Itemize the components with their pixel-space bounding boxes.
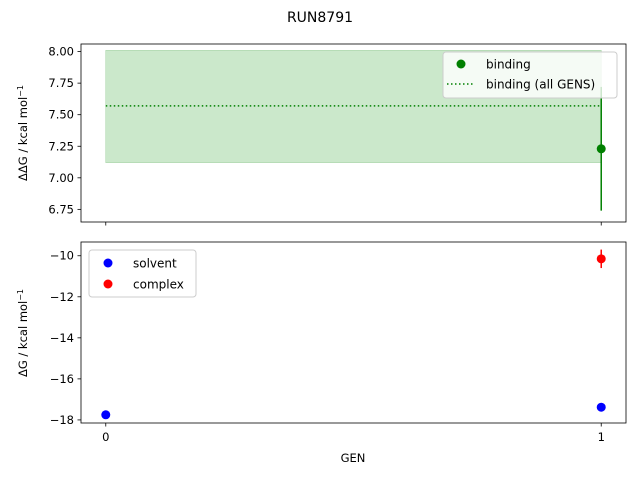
y-tick-label: −10 [50, 249, 74, 263]
y-tick-label: 8.00 [48, 45, 74, 59]
y-tick-label: 7.00 [48, 171, 74, 185]
bottom-y-axis-label: ΔG / kcal mol−1 [16, 289, 31, 377]
y-tick-label: 7.50 [48, 108, 74, 122]
y-tick-label: −16 [50, 372, 74, 386]
legend-solvent-label: solvent [133, 257, 177, 271]
top-panel: 6.75 7.00 7.25 7.50 7.75 8.00 ΔΔG / kcal mol−… [16, 43, 627, 226]
legend-binding-marker [456, 59, 466, 69]
legend-binding-all-gens-label: binding (all GENS) [486, 78, 595, 92]
chart-title: RUN8791 [287, 10, 353, 26]
data-point-solvent [101, 410, 111, 420]
top-y-axis-label: ΔΔG / kcal mol−1 [16, 85, 31, 181]
x-axis-label: GEN [341, 451, 366, 465]
bottom-legend: solvent complex [88, 249, 197, 298]
bottom-legend-box [88, 249, 197, 298]
top-legend: binding binding (all GENS) [442, 51, 618, 99]
legend-complex-label: complex [133, 278, 184, 292]
legend-complex-marker [103, 279, 113, 289]
y-tick-label: −12 [50, 290, 74, 304]
data-point-solvent [596, 402, 606, 412]
top-axes-frame [80, 43, 627, 223]
top-legend-box [442, 51, 618, 99]
data-point-binding [596, 144, 606, 154]
y-tick-label: −18 [50, 413, 74, 427]
y-tick-label: 7.75 [48, 76, 74, 90]
x-tick-label: 0 [102, 430, 109, 444]
bottom-axes-frame [80, 241, 627, 424]
data-point-complex [596, 254, 606, 264]
y-tick-label: −14 [50, 331, 74, 345]
legend-binding-label: binding [486, 58, 531, 72]
y-tick-label: 6.75 [48, 202, 74, 216]
legend-solvent-marker [103, 258, 113, 268]
y-tick-label: 7.25 [48, 139, 74, 153]
bottom-panel: −18 −16 −14 −12 −10 0 1 ΔG / kcal mol−1 GEN s… [16, 241, 627, 465]
x-tick-label: 1 [598, 430, 605, 444]
